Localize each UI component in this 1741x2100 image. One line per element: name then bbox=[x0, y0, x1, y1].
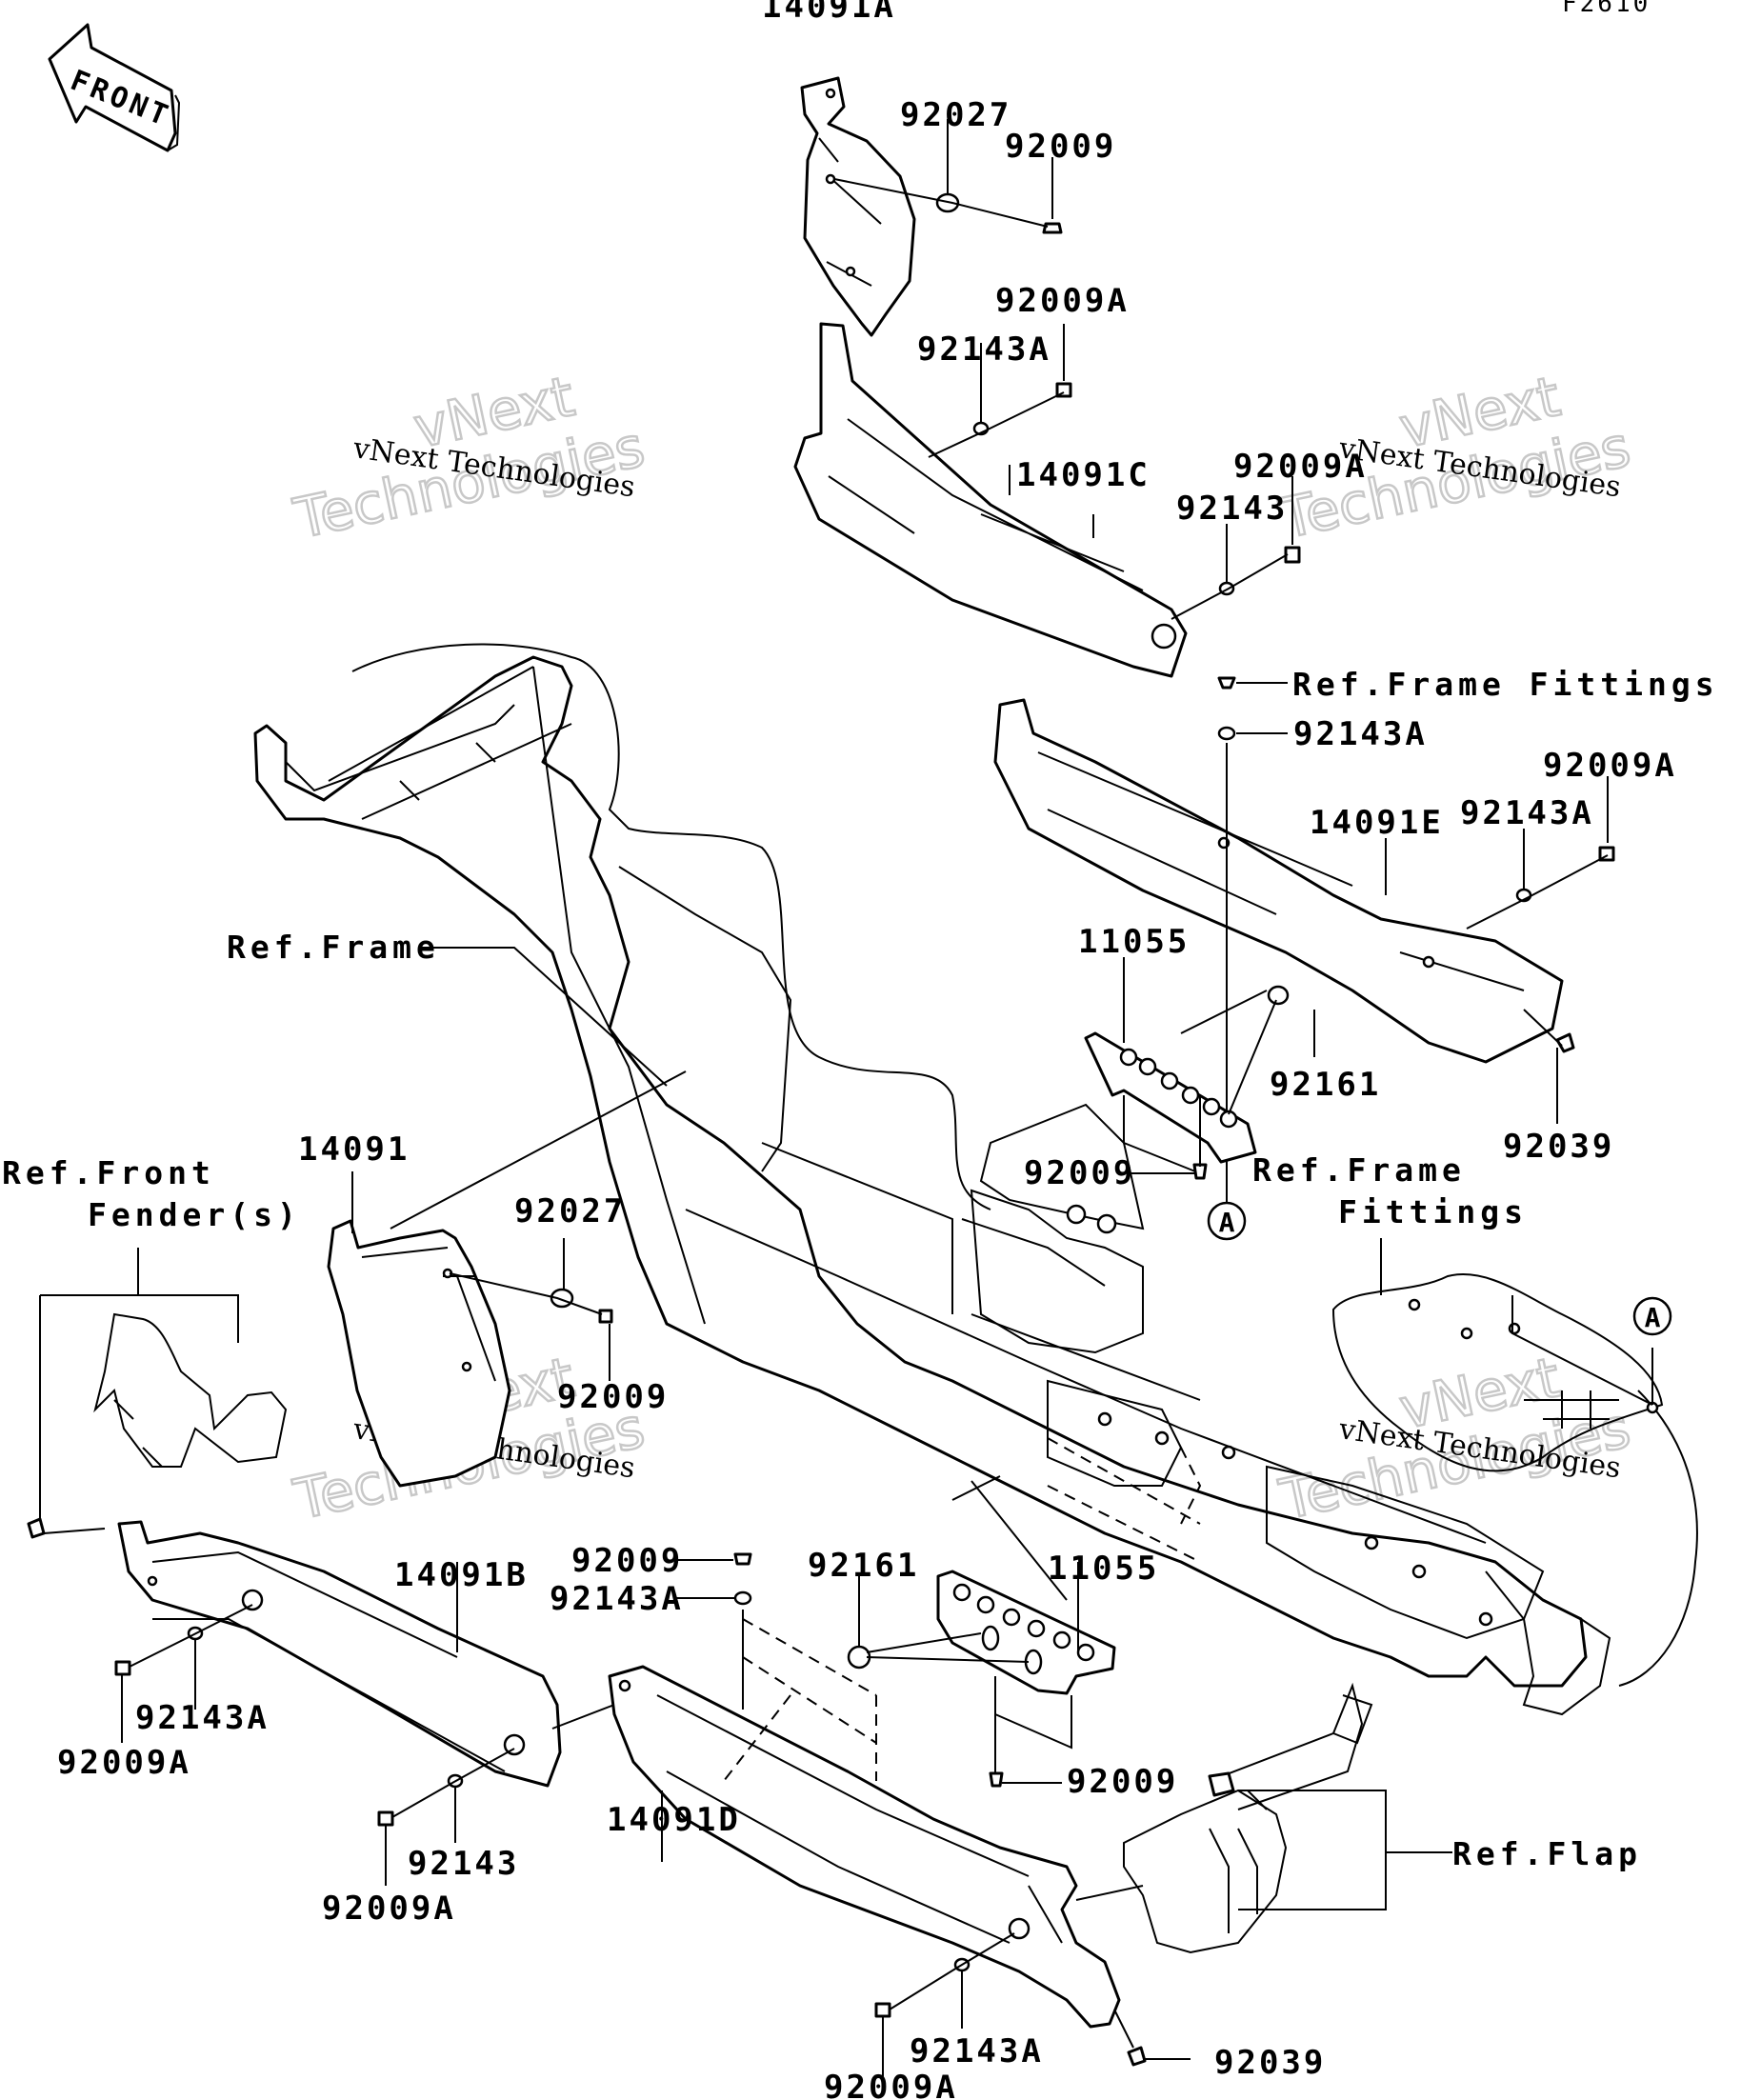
label-92009-top: 92009 bbox=[1005, 128, 1116, 166]
label-92143a-b: 92143A bbox=[135, 1699, 270, 1737]
cover-14091d bbox=[608, 1665, 1121, 2029]
bolt-92009-d bbox=[733, 1552, 752, 1566]
label-11055-bottom: 11055 bbox=[1048, 1550, 1159, 1588]
svg-text:A: A bbox=[1645, 1302, 1661, 1333]
screw-ref-frame-fitting bbox=[1217, 676, 1236, 690]
bolt-92009a-b2 bbox=[377, 1810, 394, 1827]
washer-92143a-e1 bbox=[1217, 726, 1236, 741]
figure-code: F2610 bbox=[1562, 0, 1651, 18]
cover-14091c bbox=[793, 322, 1188, 678]
front-direction-arrow-icon: FRONT bbox=[48, 23, 181, 152]
label-92009-d: 92009 bbox=[571, 1542, 683, 1580]
label-92009a-e: 92009A bbox=[1543, 747, 1677, 785]
label-14091d: 14091D bbox=[607, 1801, 741, 1839]
bracket-11055-bottom bbox=[936, 1570, 1116, 1695]
bolt-92009-mid bbox=[1192, 1163, 1208, 1180]
label-14091: 14091 bbox=[298, 1130, 410, 1169]
watermark-bottom-right: vNext Technologies vNext Technologies bbox=[1273, 1344, 1637, 1533]
label-92143a-e2: 92143A bbox=[1460, 794, 1594, 832]
label-92009a-b2: 92009A bbox=[322, 1890, 456, 1928]
label-92009a-c2: 92009A bbox=[1233, 448, 1368, 486]
label-14091c: 14091C bbox=[1016, 456, 1151, 494]
label-14091a: 14091A bbox=[762, 0, 896, 26]
label-ref-frame: Ref.Frame bbox=[227, 929, 440, 966]
clip-92039-bottom bbox=[1127, 2046, 1147, 2067]
cap-92161-bottom bbox=[847, 1645, 871, 1670]
label-92161-top: 92161 bbox=[1270, 1066, 1381, 1104]
cover-14091 bbox=[327, 1219, 511, 1488]
label-92161-bottom: 92161 bbox=[808, 1547, 919, 1585]
bolt-92009a-bottom bbox=[874, 2002, 891, 2018]
bolt-92009a-b bbox=[114, 1660, 131, 1676]
callout-a-2: A bbox=[1632, 1296, 1672, 1336]
bolt-92009a-c2 bbox=[1284, 546, 1301, 564]
ref-frame-fittings-outline bbox=[1331, 1273, 1698, 1687]
label-11055-top: 11055 bbox=[1078, 923, 1190, 961]
label-92143a-c1: 92143A bbox=[917, 330, 1051, 369]
cover-14091e bbox=[993, 698, 1564, 1064]
cover-14091a bbox=[800, 76, 916, 337]
label-92143a-e1: 92143A bbox=[1293, 715, 1428, 753]
label-ref-frame-fittings-top: Ref.Frame Fittings bbox=[1292, 666, 1719, 703]
label-ref-frame-fittings-mid-2: Fittings bbox=[1338, 1193, 1528, 1230]
label-ref-flap: Ref.Flap bbox=[1452, 1835, 1642, 1872]
label-92027-left: 92027 bbox=[514, 1192, 626, 1230]
label-92039-bottom: 92039 bbox=[1214, 2044, 1326, 2082]
label-92009a-bottom: 92009A bbox=[824, 2069, 958, 2100]
ref-front-fender bbox=[93, 1312, 288, 1468]
label-92143a-bottom: 92143A bbox=[910, 2032, 1044, 2070]
label-92009a-c1: 92009A bbox=[995, 282, 1130, 320]
svg-text:A: A bbox=[1219, 1207, 1235, 1238]
label-92039-right: 92039 bbox=[1503, 1128, 1614, 1166]
cover-14091b bbox=[117, 1520, 562, 1788]
clip-ref-front-fender bbox=[27, 1517, 46, 1539]
label-92009a-b: 92009A bbox=[57, 1744, 191, 1782]
ref-flap bbox=[1123, 1682, 1373, 1954]
label-92143-b: 92143 bbox=[408, 1845, 519, 1883]
label-92027-top: 92027 bbox=[900, 96, 1011, 134]
ref-frame-body bbox=[253, 643, 1611, 1716]
bolt-92009-top bbox=[1042, 222, 1063, 234]
washer-92143a-d bbox=[733, 1590, 752, 1606]
cap-92161-top bbox=[1267, 985, 1290, 1006]
label-92143a-d: 92143A bbox=[550, 1580, 684, 1618]
label-ref-frame-fittings-mid-1: Ref.Frame bbox=[1252, 1151, 1466, 1189]
callout-a-1: A bbox=[1207, 1201, 1247, 1241]
label-14091e: 14091E bbox=[1310, 804, 1444, 842]
label-92143-c2: 92143 bbox=[1176, 490, 1288, 528]
watermark-top-left: vNext Technologies vNext Technologies bbox=[288, 363, 651, 552]
label-92009-left: 92009 bbox=[557, 1378, 669, 1416]
bolt-92009-left bbox=[598, 1309, 613, 1324]
label-ref-front-fender-2: Fender(s) bbox=[88, 1196, 301, 1233]
label-92009-bottom: 92009 bbox=[1067, 1763, 1178, 1801]
label-14091b: 14091B bbox=[394, 1556, 529, 1594]
label-ref-front-fender-1: Ref.Front bbox=[2, 1154, 215, 1191]
label-92009-mid: 92009 bbox=[1024, 1154, 1135, 1192]
bracket-11055-top bbox=[1084, 1031, 1257, 1164]
clip-92039-right bbox=[1555, 1032, 1575, 1053]
bolt-92009-bottom bbox=[989, 1771, 1004, 1788]
